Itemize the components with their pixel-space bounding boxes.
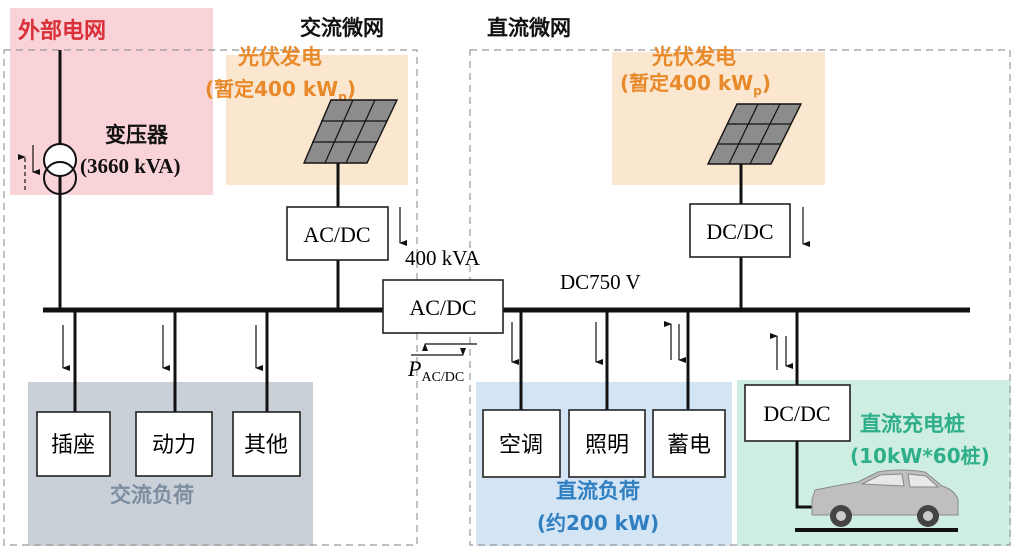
interlink-power-label: PAC/DC bbox=[407, 356, 464, 385]
interlink-rating: 400 kVA bbox=[405, 246, 481, 270]
dc-microgrid-title: 直流微网 bbox=[487, 16, 571, 40]
pv-dc-rating: (暂定400 kWp) bbox=[620, 71, 771, 98]
transformer-label: 变压器 bbox=[105, 123, 169, 147]
charging-station: DC/DC 直流充电桩 (10kW*60桩) bbox=[744, 310, 990, 532]
pv-dc-converter-label: DC/DC bbox=[706, 219, 773, 244]
interlink-converter bbox=[382, 279, 504, 334]
ac-loads: 插座 动力 其他 交流负荷 bbox=[36, 310, 301, 507]
charging-converter-label: DC/DC bbox=[763, 401, 830, 426]
dc-load-storage-label: 蓄电 bbox=[667, 433, 711, 458]
dc-loads: 空调 照明 蓄电 直流负荷 (约200 kW) bbox=[482, 310, 726, 535]
dc-load-rating: (约200 kW) bbox=[537, 511, 659, 535]
dc-bus-label: DC750 V bbox=[560, 270, 641, 294]
pv-ac-converter bbox=[286, 206, 389, 261]
ac-load-power-label: 动力 bbox=[152, 433, 196, 458]
dc-microgrid-boundary bbox=[469, 49, 1011, 546]
transformer-rating: (3660 kVA) bbox=[80, 154, 181, 178]
ac-microgrid-title: 交流微网 bbox=[300, 16, 384, 40]
charging-label: 直流充电桩 bbox=[860, 412, 965, 436]
pv-dc-label: 光伏发电 bbox=[651, 45, 736, 69]
external-grid-label: 外部电网 bbox=[18, 18, 106, 44]
pv-ac-converter-label: AC/DC bbox=[303, 222, 370, 247]
dc-load-ac bbox=[482, 409, 561, 478]
charging-rating: (10kW*60桩) bbox=[850, 444, 990, 468]
pv-ac-label: 光伏发电 bbox=[237, 45, 322, 69]
car-icon bbox=[811, 469, 959, 527]
ac-load-other bbox=[232, 411, 301, 477]
dc-load-ac-label: 空调 bbox=[499, 433, 543, 458]
pv-ac-rating: (暂定400 kWp) bbox=[205, 77, 356, 104]
ac-load-power bbox=[135, 411, 213, 477]
ac-load-socket-label: 插座 bbox=[51, 433, 95, 458]
ac-load-label: 交流负荷 bbox=[110, 483, 194, 507]
ac-load-other-label: 其他 bbox=[244, 433, 288, 458]
dc-load-lighting-label: 照明 bbox=[585, 433, 629, 458]
dc-load-label: 直流负荷 bbox=[556, 479, 640, 503]
interlink-converter-label: AC/DC bbox=[409, 295, 476, 320]
dc-load-storage bbox=[652, 409, 726, 478]
transformer-icon bbox=[43, 143, 77, 195]
dc-load-lighting bbox=[568, 409, 646, 478]
charging-converter bbox=[744, 384, 851, 442]
ac-load-socket bbox=[36, 411, 111, 477]
solar-panel-icon bbox=[302, 99, 399, 164]
solar-panel-icon bbox=[706, 103, 803, 165]
pv-dc-converter bbox=[689, 203, 791, 258]
